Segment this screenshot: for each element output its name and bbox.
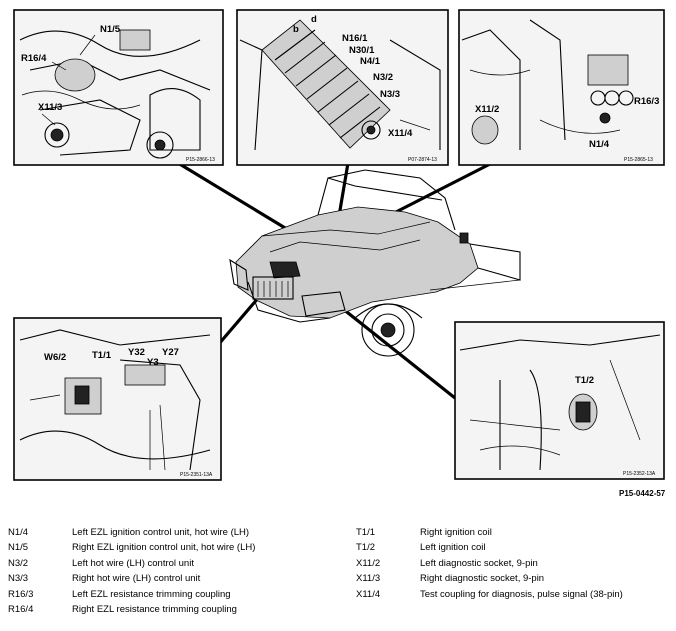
legend-code: N1/5 — [8, 542, 29, 554]
label-n30-1: N30/1 — [349, 45, 375, 56]
legend-code: N1/4 — [8, 527, 29, 538]
panel-ref-top-left: P15-2866-13 — [186, 157, 215, 163]
label-t1-2: T1/2 — [575, 375, 594, 386]
detail-panel-top-center: b d N16/1 N30/1 N4/1 N3/2 N3/3 X11/4 P07… — [236, 9, 449, 166]
legend-description: Test coupling for diagnosis, pulse signa… — [420, 588, 623, 600]
label-y3: Y3 — [147, 357, 159, 368]
label-n4-1: N4/1 — [360, 56, 381, 67]
label-n1-5: N1/5 — [100, 24, 121, 35]
label-t1-1: T1/1 — [92, 350, 112, 361]
legend-description: Right hot wire (LH) control unit — [72, 573, 201, 585]
panel-ref-bottom-left: P15-2351-13A — [180, 472, 213, 478]
legend-code: X11/3 — [356, 573, 381, 585]
label-n1-4: N1/4 — [589, 139, 610, 150]
legend-code: T1/1 — [356, 527, 376, 538]
label-n16-1: N16/1 — [342, 33, 368, 44]
panel-ref-top-center: P07-2874-13 — [408, 157, 437, 163]
legend-description: Right EZL resistance trimming coupling — [72, 603, 237, 615]
legend-code: X11/2 — [356, 557, 381, 569]
label-d: d — [311, 14, 317, 25]
legend-code: T1/2 — [356, 542, 376, 554]
detail-panel-top-left: N1/5 R16/4 X11/3 P15-2866-13 — [13, 9, 224, 166]
label-y32: Y32 — [128, 347, 145, 358]
label-x11-4: X11/4 — [388, 128, 413, 139]
label-n3-3: N3/3 — [380, 89, 400, 100]
legend-description: Right diagnostic socket, 9-pin — [420, 573, 545, 585]
label-r16-4: R16/4 — [21, 53, 47, 64]
label-x11-2: X11/2 — [475, 104, 499, 115]
legend-description: Right ignition coil — [420, 527, 492, 538]
leader-line-top-left — [177, 161, 306, 242]
component-legend: N1/4 Left EZL ignition control unit, hot … — [0, 527, 676, 631]
legend-code: R16/3 — [8, 588, 34, 600]
detail-panel-top-right: X11/2 R16/3 N1/4 P15-2865-13 — [458, 9, 665, 166]
label-w6-2: W6/2 — [44, 352, 66, 363]
panel-ref-top-right: P15-2865-13 — [624, 157, 653, 163]
car-illustration — [229, 169, 521, 357]
legend-description: Right EZL ignition control unit, hot wir… — [72, 542, 256, 554]
legend-code: N3/2 — [8, 557, 29, 569]
legend-code: X11/4 — [356, 588, 381, 600]
legend-description: Left hot wire (LH) control unit — [72, 557, 194, 569]
detail-panel-bottom-left: W6/2 T1/1 Y32 Y27 Y3 P15-2351-13A — [13, 317, 222, 481]
detail-panel-bottom-right: T1/2 P15-2352-13A — [454, 321, 665, 480]
leader-line-bottom-right — [337, 303, 456, 400]
panel-ref-bottom-right: P15-2352-13A — [623, 471, 656, 477]
label-x11-3: X11/3 — [38, 102, 62, 113]
figure-reference-number: P15-0442-57 — [619, 489, 666, 498]
engine-component-location-diagram: N1/5 R16/4 X11/3 P15-2866-13 b d N16/1 N… — [13, 9, 665, 481]
legend-description: Left EZL resistance trimming coupling — [72, 588, 231, 600]
legend-code: N3/3 — [8, 573, 29, 585]
label-r16-3: R16/3 — [634, 96, 659, 107]
label-n3-2: N3/2 — [373, 72, 393, 83]
label-y27: Y27 — [162, 347, 179, 358]
label-b: b — [293, 24, 299, 35]
legend-code: R16/4 — [8, 603, 34, 615]
legend-description: Left EZL ignition control unit, hot wire… — [72, 527, 250, 538]
legend-description: Left diagnostic socket, 9-pin — [420, 557, 538, 569]
legend-description: Left ignition coil — [420, 542, 486, 554]
